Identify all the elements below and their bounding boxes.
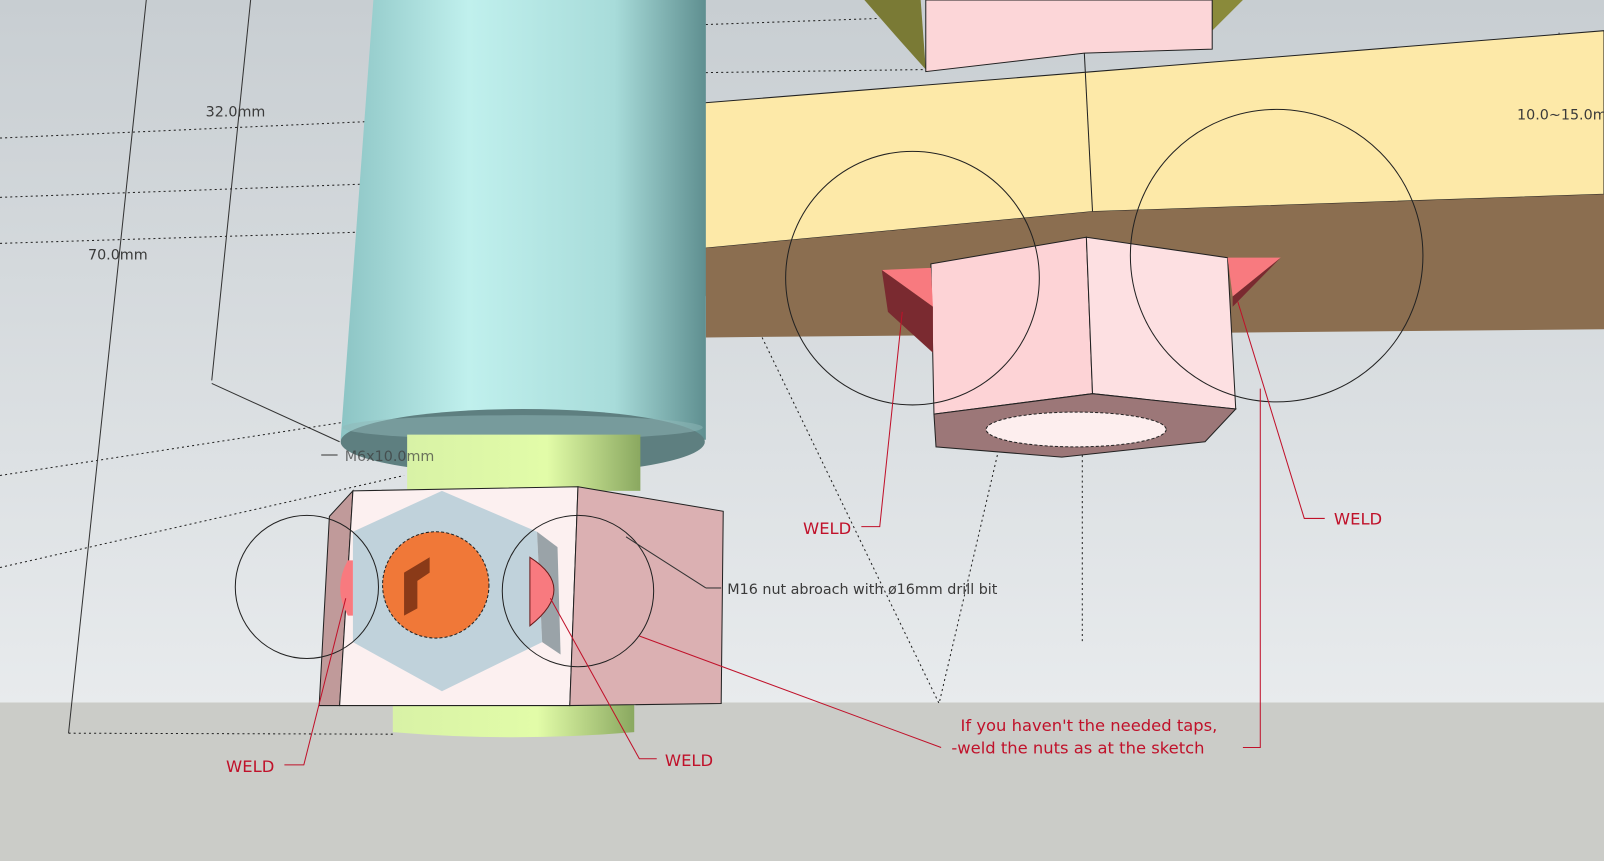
weld-label: WELD [1334, 510, 1382, 529]
weld-bead-left [340, 560, 353, 616]
taps-note-line2: -weld the nuts as at the sketch [951, 739, 1204, 758]
nut-note-leader [625, 536, 707, 589]
dimension-thread: M6x10.0mm [345, 449, 435, 465]
bar-edge [1083, 53, 1094, 212]
weld-label: WELD [803, 519, 851, 538]
cylinder-base-rim [342, 415, 703, 440]
weld-triangle-right [1227, 257, 1281, 297]
ground [0, 702, 1604, 861]
dimension-32mm: 32.0mm [206, 105, 266, 121]
bolt-hex-socket [404, 557, 430, 616]
weld-label: WELD [665, 751, 713, 770]
olive-part-left [864, 0, 926, 70]
guide-lines [0, 17, 1083, 735]
taps-note-line1: If you haven't the needed taps, [961, 716, 1218, 735]
nut-bore [985, 411, 1167, 448]
weld-triangle-left [881, 267, 933, 307]
dimension-bar-thickness: 10.0~15.0mm [1517, 108, 1604, 124]
weld-leaders [284, 301, 1325, 766]
weld-triangle-right-side [1232, 257, 1281, 307]
nut-note: M16 nut abroach with ø16mm drill bit [727, 582, 997, 598]
weld-bead-right [529, 556, 555, 627]
cylinder-body [340, 0, 706, 440]
weld-triangle-left-side [881, 269, 933, 353]
upper-nut [925, 0, 1213, 73]
helper-circles [234, 108, 1424, 668]
dimension-70mm: 70.0mm [88, 248, 148, 264]
bar-nut-right [1085, 236, 1237, 410]
spacer-upper [407, 434, 641, 491]
nut-right-face [569, 486, 724, 707]
spacer-lower [392, 701, 635, 738]
bolt-head [382, 531, 490, 639]
weld-label: WELD [226, 757, 274, 776]
bar-nut-front [930, 236, 1094, 415]
